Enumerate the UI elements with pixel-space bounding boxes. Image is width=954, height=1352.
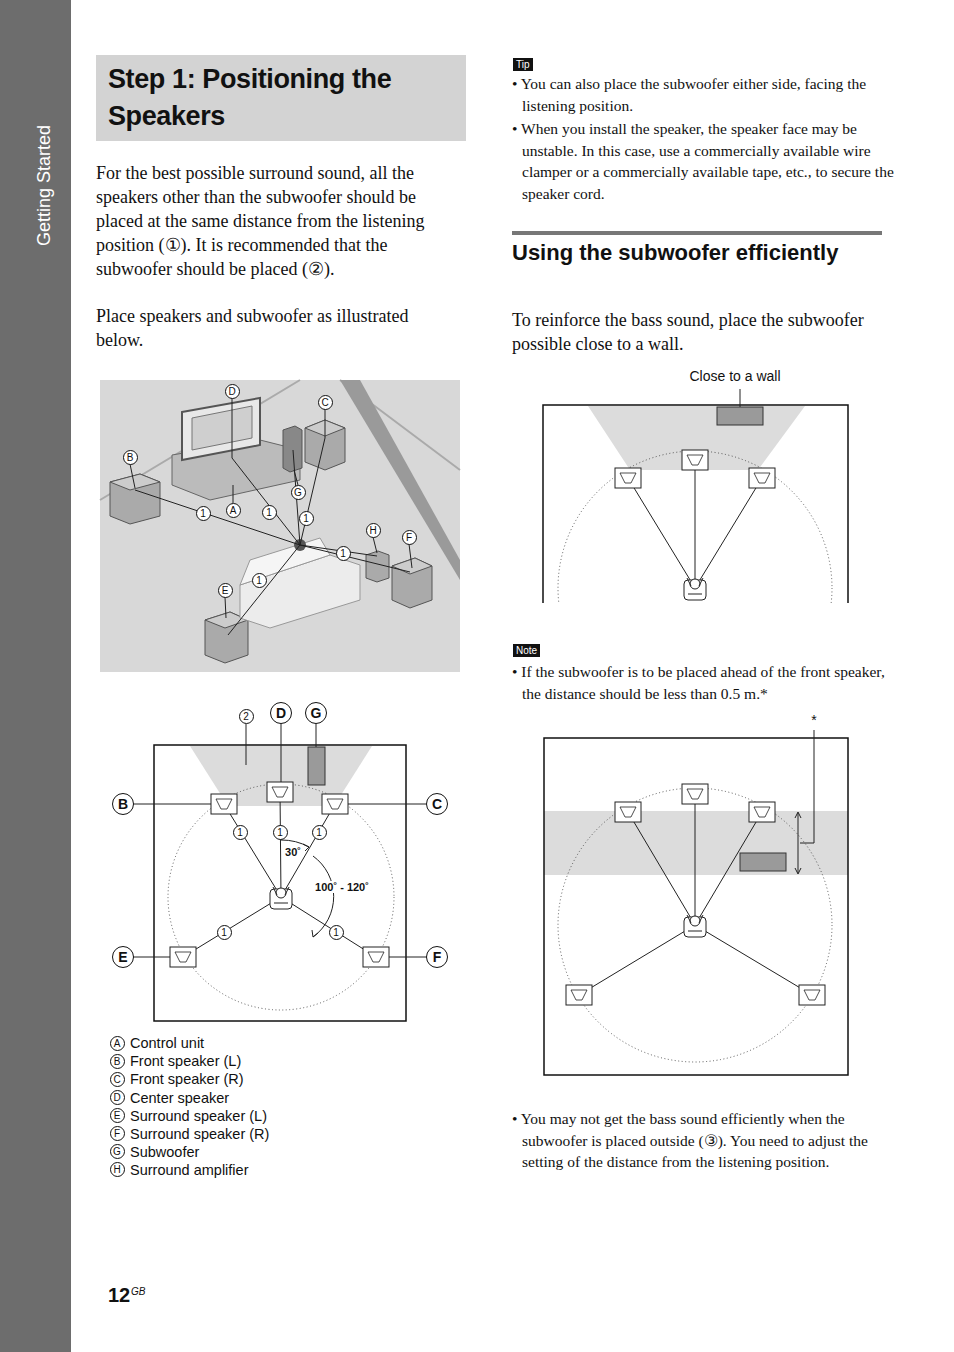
callout-letter: A: [226, 503, 241, 518]
callout-letter: E: [112, 946, 134, 968]
page-title: Step 1: Positioning the Speakers: [96, 55, 466, 141]
callout-letter: D: [225, 384, 240, 399]
callout-number: 1: [262, 505, 277, 520]
callout-number: 1: [329, 925, 344, 940]
callout-number: 1: [252, 573, 267, 588]
callout-letter: E: [218, 583, 233, 598]
legend-letter: G: [110, 1144, 125, 1159]
body-text: For the best possible surround sound, al…: [96, 161, 458, 281]
callout-number: 1: [273, 825, 288, 840]
note-badge: Note: [513, 644, 540, 657]
legend-text: Center speaker: [130, 1089, 229, 1107]
legend-text: Front speaker (L): [130, 1052, 241, 1070]
legend-text: Front speaker (R): [130, 1070, 244, 1088]
page-number: 12: [108, 1284, 130, 1307]
callout-letter: C: [318, 395, 333, 410]
legend-letter: D: [110, 1090, 125, 1105]
room-illustration: [100, 380, 460, 672]
legend-text: Subwoofer: [130, 1143, 199, 1161]
callout-number: 2: [239, 709, 254, 724]
sidebar: [0, 0, 71, 1352]
angle-label: 30˚: [284, 846, 302, 858]
callout-letter: G: [305, 702, 327, 724]
section-rule: [512, 231, 882, 235]
callout-letter: H: [366, 523, 381, 538]
callout-letter: D: [270, 702, 292, 724]
callout-letter: B: [123, 450, 138, 465]
callout-number: 1: [196, 506, 211, 521]
callout-number: 1: [312, 825, 327, 840]
section-heading: Using the subwoofer efficiently: [512, 239, 884, 266]
tip-text: • You can also place the subwoofer eithe…: [512, 73, 894, 116]
note-text: • If the subwoofer is to be placed ahead…: [512, 661, 894, 704]
legend-text: Surround speaker (L): [130, 1107, 267, 1125]
tip-badge: Tip: [513, 58, 533, 71]
speaker-layout-plan: [131, 724, 429, 1021]
legend-letter: C: [110, 1072, 125, 1087]
legend-letter: E: [110, 1108, 125, 1123]
legend-letter: H: [110, 1162, 125, 1177]
legend-text: Control unit: [130, 1034, 204, 1052]
callout-letter: G: [291, 485, 306, 500]
callout-number: 1: [233, 825, 248, 840]
page-suffix: GB: [131, 1286, 145, 1297]
callout-letter: F: [402, 530, 417, 545]
callout-number: 1: [336, 546, 351, 561]
angle-label: 100˚ - 120˚: [314, 881, 370, 893]
note-text: • You may not get the bass sound efficie…: [512, 1108, 894, 1173]
callout-letter: F: [426, 946, 448, 968]
callout-number: 1: [217, 925, 232, 940]
body-text: Place speakers and subwoofer as illustra…: [96, 304, 458, 352]
callout-letter: B: [112, 793, 134, 815]
legend-letter: B: [110, 1054, 125, 1069]
legend-text: Surround amplifier: [130, 1161, 248, 1179]
body-text: To reinforce the bass sound, place the s…: [512, 308, 884, 356]
footnote-mark: *: [811, 712, 816, 728]
legend-letter: F: [110, 1126, 125, 1141]
legend-letter: A: [110, 1036, 125, 1051]
callout-letter: C: [426, 793, 448, 815]
legend-text: Surround speaker (R): [130, 1125, 269, 1143]
figure-caption: Close to a wall: [689, 368, 780, 384]
section-tab: Getting Started: [35, 124, 56, 245]
callout-number: 1: [299, 511, 314, 526]
front-placement-plan: [544, 730, 848, 1075]
tip-text: • When you install the speaker, the spea…: [512, 118, 894, 204]
